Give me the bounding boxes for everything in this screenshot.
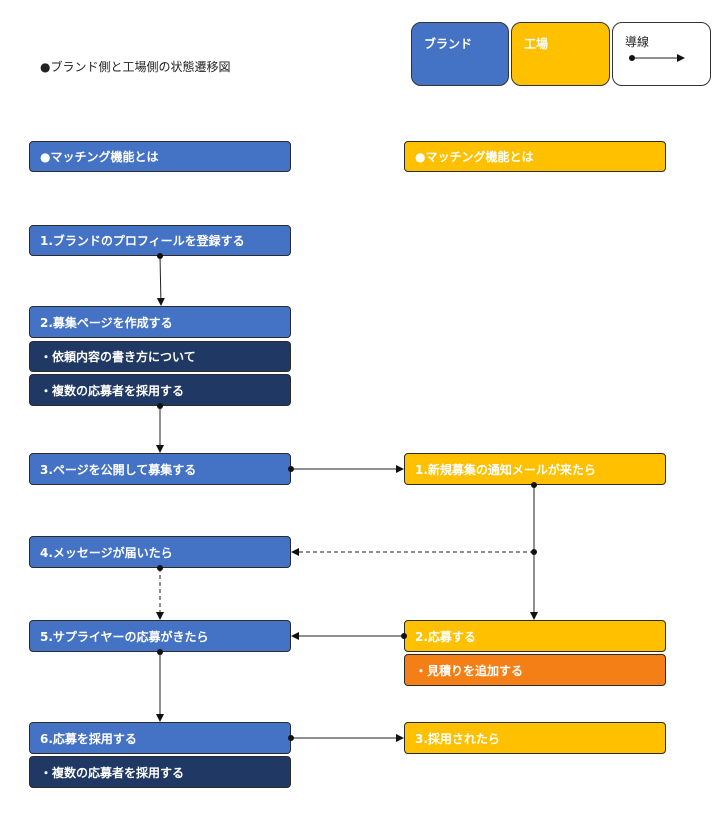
dot-f2 (401, 633, 407, 639)
brand-step-6-sub-1: ・複数の応募者を採用する (29, 756, 291, 788)
factory-step-1: 1.新規募集の通知メールが来たら (404, 453, 666, 485)
brand-step-1: 1.ブランドのプロフィールを登録する (29, 225, 291, 256)
factory-step-2-sub-1: ・見積りを追加する (404, 654, 666, 686)
legend-brand: ブランド (411, 22, 509, 86)
dot-b6 (288, 735, 294, 741)
dot-b4 (157, 565, 163, 571)
legend-factory: 工場 (511, 22, 610, 86)
dot-b1 (157, 253, 163, 259)
brand-step-6: 6.応募を採用する (29, 722, 291, 754)
brand-step-3: 3.ページを公開して募集する (29, 453, 291, 485)
brand-step-2-sub-1: ・依頼内容の書き方について (29, 341, 291, 372)
brand-step-4: 4.メッセージが届いたら (29, 536, 291, 568)
legend-flow: 導線 (612, 22, 711, 86)
brand-step-2-sub-2: ・複数の応募者を採用する (29, 374, 291, 406)
dot-f1 (531, 482, 537, 488)
factory-step-2: 2.応募する (404, 620, 666, 652)
factory-step-3: 3.採用されたら (404, 722, 666, 754)
edge-b1-b2 (156, 255, 165, 306)
brand-header: ●マッチング機能とは (29, 141, 291, 172)
legend-flow-dot (629, 55, 635, 61)
factory-header: ●マッチング機能とは (404, 141, 666, 172)
legend-factory-label: 工場 (524, 37, 549, 51)
dot-b5 (157, 649, 163, 655)
diagram-title: ●ブランド側と工場側の状態遷移図 (40, 60, 231, 74)
legend-flow-label: 導線 (625, 35, 650, 49)
dot-f1-branch (531, 549, 537, 555)
dot-b2 (157, 403, 163, 409)
brand-step-2: 2.募集ページを作成する (29, 306, 291, 338)
legend-brand-label: ブランド (424, 37, 473, 51)
dot-b3 (288, 466, 294, 472)
brand-step-5: 5.サプライヤーの応募がきたら (29, 620, 291, 652)
